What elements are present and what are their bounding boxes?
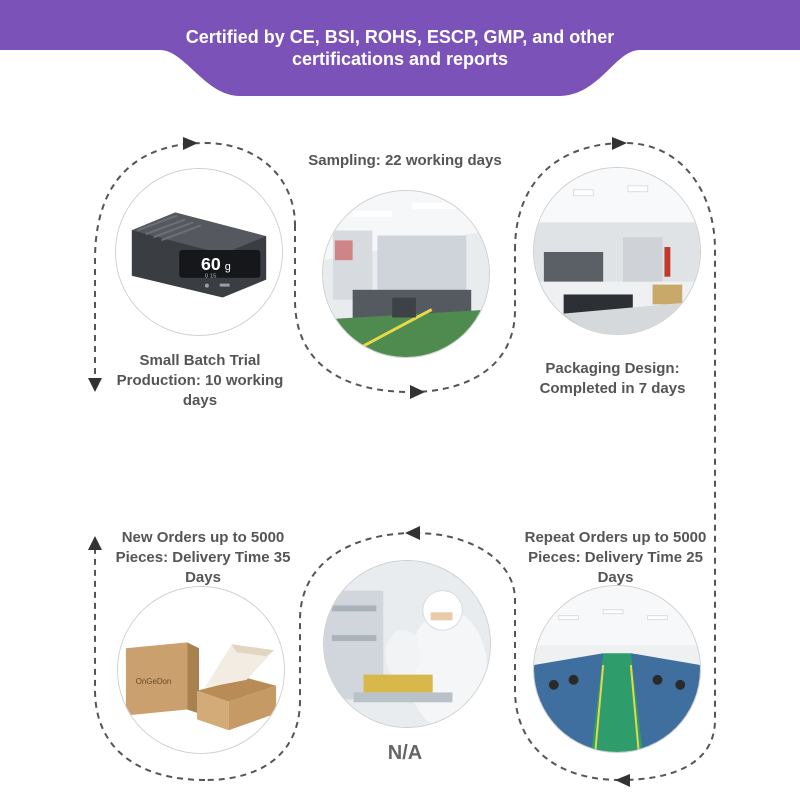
step-label-trial-production: Small Batch Trial Production: 10 working… (116, 352, 284, 409)
step-label-repeat-orders: Repeat Orders up to 5000 Pieces: Deliver… (524, 529, 707, 586)
certification-line-2: certifications and reports (291, 49, 509, 69)
svg-text:0 15: 0 15 (205, 274, 217, 280)
step-image-production-line (322, 190, 490, 358)
step-image-packaging-box: OnGeDon (117, 586, 285, 754)
arrow-up-icon (88, 536, 102, 550)
svg-text:60: 60 (201, 254, 221, 274)
svg-text:OnGeDon: OnGeDon (136, 677, 172, 686)
kraft-box-icon: OnGeDon (118, 587, 284, 753)
step-image-assembly-line (533, 585, 701, 753)
arrow-right-icon (410, 385, 425, 399)
step-image-cleanroom (323, 560, 491, 728)
step-label-na: N/A (387, 742, 423, 764)
arrow-right-icon (183, 137, 198, 150)
certification-text: Certified by CE, BSI, ROHS, ESCP, GMP, a… (150, 26, 650, 70)
power-bank-icon: 60 g 0 15 (116, 169, 282, 335)
step-label-sampling: Sampling: 22 working days (308, 152, 502, 169)
arrow-left-icon (615, 774, 630, 787)
step-label-packaging-design: Packaging Design: Completed in 7 days (539, 360, 686, 397)
banner-shape (0, 0, 800, 96)
svg-text:g: g (225, 261, 231, 273)
arrow-right-icon (612, 137, 627, 150)
header-banner: Certified by CE, BSI, ROHS, ESCP, GMP, a… (0, 0, 800, 100)
assembly-workers-icon (534, 586, 700, 752)
step-image-product: 60 g 0 15 (115, 168, 283, 336)
certification-line-1: Certified by CE, BSI, ROHS, ESCP, GMP, a… (185, 27, 615, 47)
cleanroom-technician-icon (324, 561, 490, 727)
arrow-down-icon (88, 378, 102, 392)
step-image-workshop (533, 167, 701, 335)
factory-workshop-icon (534, 168, 700, 334)
factory-line-icon (323, 191, 489, 357)
arrow-left-icon (405, 526, 420, 540)
step-label-new-orders: New Orders up to 5000 Pieces: Delivery T… (115, 529, 291, 586)
